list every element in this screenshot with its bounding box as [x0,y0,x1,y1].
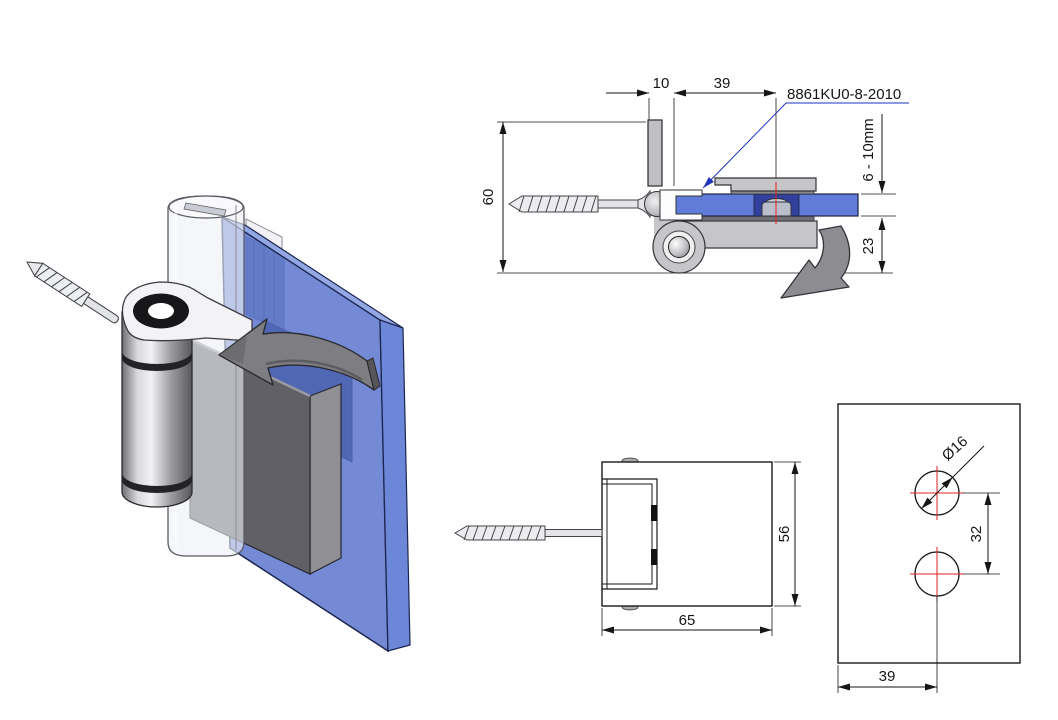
isometric-view [26,195,411,653]
hinge-cylinder [121,311,193,508]
dim-60-label: 60 [480,189,497,206]
part-number-label: 8861KU0-8-2010 [787,86,901,103]
glass-slot-lines [602,478,658,590]
dim-edge-39-label: 39 [879,668,896,685]
wood-screw-3d [26,261,119,324]
glass-template-outline [837,403,1021,664]
dim-39-label: 39 [714,75,731,92]
swing-arrow-section [780,225,851,299]
top-view: 65 56 [454,457,801,636]
pin-mark-lower [651,549,657,565]
part-number-callout: 8861KU0-8-2010 [702,86,909,189]
swing-arrow-3d [218,318,381,391]
pivot-pin-ball [668,236,690,258]
pin-mark-upper [651,505,657,521]
hinge-upper-plate [714,177,817,192]
dim-65-label: 65 [679,612,696,629]
dim-32-label: 32 [968,526,985,543]
frame-bar [647,119,663,187]
dim-glass-thickness-label: 6 - 10mm [860,118,877,181]
glass-pocket [659,189,703,221]
dim-10-label: 10 [653,75,670,92]
dimension-lines [499,89,886,273]
dim-23-label: 23 [860,238,877,255]
pivot-plate [121,281,253,342]
drilling-template-view: Ø16 32 39 [837,403,1021,693]
hinge-body-outline [601,461,773,607]
dimension-lines [838,493,992,691]
section-view: 10 39 60 6 - 10mm 23 8861KU0-8-2010 [480,75,909,299]
dim-56-label: 56 [776,526,793,543]
wood-screw-section [508,189,651,219]
wood-screw-top [454,525,603,541]
pivot-hole [148,303,174,319]
dimension-lines [602,462,799,634]
glass-side-face [379,319,411,652]
